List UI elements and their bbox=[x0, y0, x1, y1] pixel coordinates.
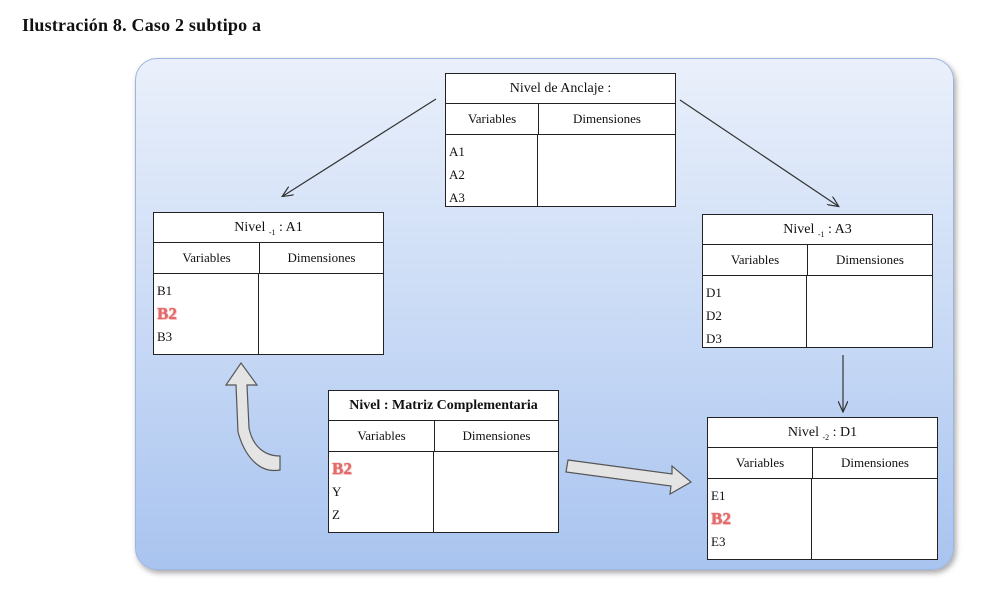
table-anchor-level: Nivel de Anclaje : Variables Dimensiones… bbox=[445, 73, 676, 207]
list-item: B3 bbox=[157, 329, 173, 344]
column-header-dimensiones: Dimensiones bbox=[836, 252, 904, 267]
table-matriz-complementaria: Nivel : Matriz Complementaria Variables … bbox=[328, 390, 559, 533]
table-title: Nivel -1 : A1 bbox=[154, 213, 383, 243]
arrow-anchor-to-right bbox=[679, 99, 838, 206]
table-title: Nivel -2 : D1 bbox=[708, 418, 937, 448]
list-item: B1 bbox=[157, 283, 173, 298]
column-header-variables: Variables bbox=[708, 448, 813, 478]
table-level-1-a1: Nivel -1 : A1 Variables Dimensiones B1 B… bbox=[153, 212, 384, 355]
highlighted-variable: B2 bbox=[711, 509, 731, 528]
list-item: D2 bbox=[706, 308, 722, 323]
list-item: D3 bbox=[706, 331, 722, 346]
column-header-dimensiones: Dimensiones bbox=[287, 250, 356, 265]
list-item: A3 bbox=[449, 190, 465, 205]
list-item: E3 bbox=[711, 534, 726, 549]
list-item: A2 bbox=[449, 167, 465, 182]
column-header-variables: Variables bbox=[154, 243, 260, 273]
curved-block-arrow bbox=[224, 361, 281, 472]
list-item: A1 bbox=[449, 144, 465, 159]
column-header-variables: Variables bbox=[446, 104, 539, 134]
dimensions-cell bbox=[812, 479, 937, 560]
dimensions-cell bbox=[259, 274, 383, 355]
table-title: Nivel -1 : A3 bbox=[703, 215, 932, 245]
column-header-dimensiones: Dimensiones bbox=[573, 111, 641, 126]
arrow-anchor-to-left bbox=[283, 98, 437, 196]
list-item: Y bbox=[332, 484, 342, 499]
table-title: Nivel : Matriz Complementaria bbox=[329, 391, 558, 421]
table-level-1-a3: Nivel -1 : A3 Variables Dimensiones D1 D… bbox=[702, 214, 933, 348]
list-item: Z bbox=[332, 507, 340, 522]
column-header-variables: Variables bbox=[703, 245, 808, 275]
highlighted-variable: B2 bbox=[332, 459, 352, 478]
column-header-variables: Variables bbox=[329, 421, 435, 451]
column-header-dimensiones: Dimensiones bbox=[841, 455, 909, 470]
dimensions-cell bbox=[807, 276, 932, 348]
table-level-2-d1: Nivel -2 : D1 Variables Dimensiones E1 B… bbox=[707, 417, 938, 560]
list-item: D1 bbox=[706, 285, 722, 300]
list-item: E1 bbox=[711, 488, 726, 503]
dimensions-cell bbox=[434, 452, 558, 533]
table-title: Nivel de Anclaje : bbox=[446, 74, 675, 104]
figure-caption: Ilustración 8. Caso 2 subtipo a bbox=[22, 15, 262, 35]
straight-block-arrow bbox=[565, 459, 693, 496]
dimensions-cell bbox=[538, 135, 675, 207]
highlighted-variable: B2 bbox=[157, 304, 177, 323]
column-header-dimensiones: Dimensiones bbox=[462, 428, 531, 443]
